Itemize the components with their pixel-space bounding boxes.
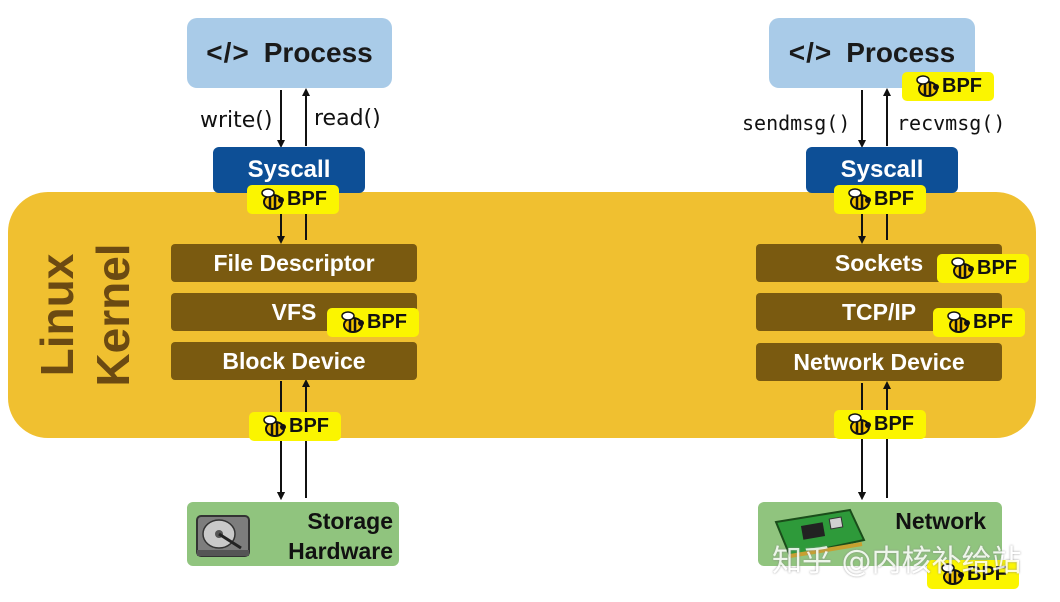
process-label: Process (846, 37, 956, 68)
bee-icon (916, 74, 939, 97)
bee-icon (947, 310, 970, 333)
bpf-badge: BPF (834, 185, 926, 214)
bpf-badge: BPF (247, 185, 339, 214)
code-icon: </> (206, 37, 250, 68)
read-call-label: read() (314, 106, 381, 131)
watermark: 知乎 @内核补给站 (772, 544, 1022, 579)
bpf-label: BPF (287, 188, 327, 210)
bpf-label: BPF (977, 257, 1017, 279)
bee-icon (261, 187, 284, 210)
network-hardware-box: Network (758, 502, 1002, 566)
bpf-badge: BPF (937, 254, 1029, 283)
bpf-badge: BPF (902, 72, 994, 101)
process-label: Process (263, 37, 373, 68)
block-device-layer: Block Device (171, 342, 417, 380)
bpf-label: BPF (874, 188, 914, 210)
code-icon: </> (788, 37, 833, 68)
bee-icon (263, 414, 286, 437)
storage-hardware-box: Storage Hardware (187, 502, 399, 566)
write-call-label: write() (200, 108, 273, 133)
storage-hardware-label: Storage Hardware (288, 508, 393, 564)
bpf-label: BPF (874, 413, 914, 435)
network-card-icon (774, 508, 866, 558)
recvmsg-call-label: recvmsg() (897, 111, 1006, 135)
bpf-label: BPF (967, 563, 1007, 585)
bpf-badge: BPF (834, 410, 926, 439)
bpf-label: BPF (973, 311, 1013, 333)
bpf-badge: BPF (927, 560, 1019, 589)
network-hardware-label: Network (895, 508, 986, 534)
left-process-box: </> Process (187, 18, 392, 88)
bee-icon (848, 412, 871, 435)
bee-icon (941, 562, 964, 585)
bpf-label: BPF (367, 311, 407, 333)
hard-disk-icon (196, 515, 250, 557)
bpf-badge: BPF (933, 308, 1025, 337)
file-descriptor-layer: File Descriptor (171, 244, 417, 282)
bee-icon (848, 187, 871, 210)
bee-icon (951, 256, 974, 279)
bpf-badge: BPF (249, 412, 341, 441)
sendmsg-call-label: sendmsg() (742, 111, 851, 135)
bpf-label: BPF (289, 415, 329, 437)
bee-icon (341, 310, 364, 333)
bpf-label: BPF (942, 75, 982, 97)
network-device-layer: Network Device (756, 343, 1002, 381)
bpf-badge: BPF (327, 308, 419, 337)
